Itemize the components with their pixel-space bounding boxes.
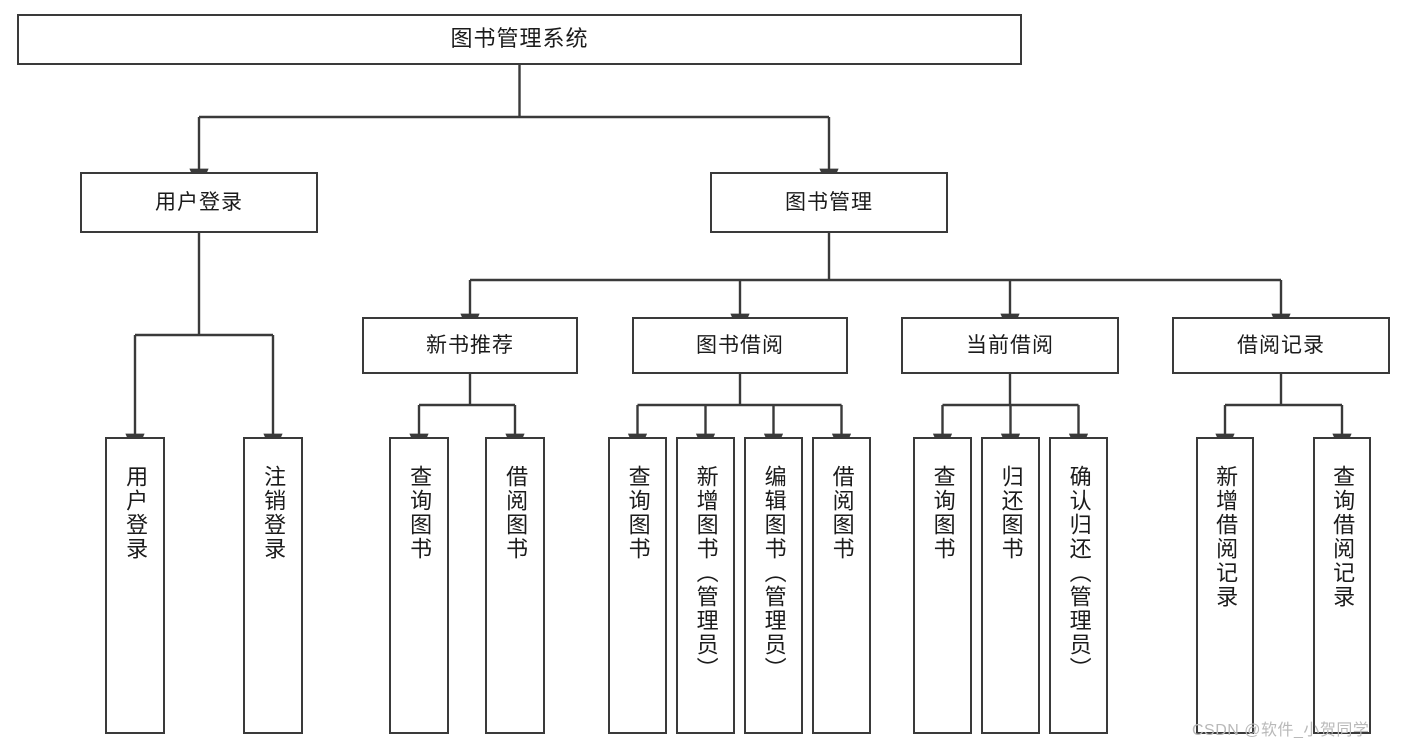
node-label-root: 图书管理系统 — [450, 26, 589, 52]
node-label-book_manage: 图书管理 — [785, 190, 873, 214]
node-label-leaf_borrow_book_2: 借阅图书 — [829, 465, 855, 561]
node-label-current_borrow: 当前借阅 — [966, 333, 1054, 357]
node-label-leaf_query_book_2: 查询图书 — [625, 465, 651, 561]
node-leaf_borrow_book_2[interactable]: 借阅图书 — [812, 437, 871, 734]
node-leaf_user_login[interactable]: 用户登录 — [105, 437, 165, 734]
node-label-leaf_user_login: 用户登录 — [123, 465, 149, 561]
node-label-leaf_add_book: 新增图书（管理员） — [693, 465, 719, 681]
node-label-leaf_query_record: 查询借阅记录 — [1330, 465, 1356, 609]
node-label-leaf_edit_book: 编辑图书（管理员） — [761, 465, 787, 681]
node-label-leaf_add_record: 新增借阅记录 — [1213, 465, 1239, 609]
node-label-new_book_rec: 新书推荐 — [426, 333, 514, 357]
node-label-user_login: 用户登录 — [155, 190, 243, 214]
node-leaf_query_record[interactable]: 查询借阅记录 — [1313, 437, 1371, 734]
node-book_manage[interactable]: 图书管理 — [710, 172, 948, 233]
node-new_book_rec[interactable]: 新书推荐 — [362, 317, 578, 374]
node-leaf_edit_book[interactable]: 编辑图书（管理员） — [744, 437, 803, 734]
node-label-leaf_user_logout: 注销登录 — [261, 465, 287, 561]
node-leaf_query_book_1[interactable]: 查询图书 — [389, 437, 449, 734]
node-leaf_return_book[interactable]: 归还图书 — [981, 437, 1040, 734]
node-current_borrow[interactable]: 当前借阅 — [901, 317, 1119, 374]
node-leaf_add_record[interactable]: 新增借阅记录 — [1196, 437, 1254, 734]
node-label-leaf_return_book: 归还图书 — [998, 465, 1024, 561]
node-leaf_user_logout[interactable]: 注销登录 — [243, 437, 303, 734]
node-leaf_query_book_2[interactable]: 查询图书 — [608, 437, 667, 734]
node-label-leaf_confirm_ret: 确认归还（管理员） — [1066, 465, 1092, 681]
node-label-leaf_query_book_1: 查询图书 — [407, 465, 433, 561]
node-root[interactable]: 图书管理系统 — [17, 14, 1022, 65]
node-leaf_add_book[interactable]: 新增图书（管理员） — [676, 437, 735, 734]
node-label-borrow_record: 借阅记录 — [1237, 333, 1325, 357]
node-leaf_confirm_ret[interactable]: 确认归还（管理员） — [1049, 437, 1108, 734]
node-borrow_record[interactable]: 借阅记录 — [1172, 317, 1390, 374]
node-user_login[interactable]: 用户登录 — [80, 172, 318, 233]
node-label-leaf_query_book_3: 查询图书 — [930, 465, 956, 561]
watermark-text: CSDN @软件_小贺同学 — [1192, 722, 1370, 739]
node-label-leaf_borrow_book_1: 借阅图书 — [503, 465, 529, 561]
node-leaf_query_book_3[interactable]: 查询图书 — [913, 437, 972, 734]
node-leaf_borrow_book_1[interactable]: 借阅图书 — [485, 437, 545, 734]
node-label-book_borrow: 图书借阅 — [696, 333, 784, 357]
node-book_borrow[interactable]: 图书借阅 — [632, 317, 848, 374]
